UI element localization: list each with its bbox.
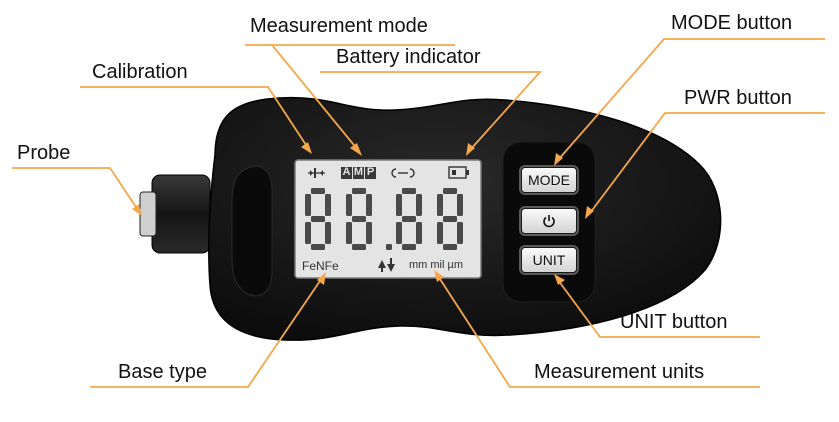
lcd-segment: [366, 222, 372, 244]
arrowhead-calibration: [301, 142, 312, 154]
label-pwr-button: PWR button: [684, 87, 792, 109]
arrowhead-measurement-mode: [350, 143, 362, 156]
lcd-segment: [416, 222, 422, 244]
tool-icon: [391, 168, 415, 178]
leader-measurement-mode-diag: [271, 44, 359, 151]
lcd-segment: [325, 194, 331, 216]
arrowhead-measurement-units: [434, 270, 444, 282]
arrowhead-mode-button: [554, 153, 563, 166]
label-unit-button: UNIT button: [620, 311, 728, 333]
mode-letter-a: A: [342, 166, 351, 178]
lcd-segment: [325, 222, 331, 244]
lcd-segment: [396, 194, 402, 216]
side-grip: [231, 165, 273, 297]
leader-pwr-button: [589, 112, 825, 214]
lcd-segment: [366, 194, 372, 216]
arrowhead-unit-button: [554, 274, 565, 285]
lcd-segment: [305, 194, 311, 216]
calibration-icon: [308, 168, 325, 178]
lcd-segment: [443, 188, 457, 194]
mode-letter-p: P: [366, 166, 375, 178]
lcd-segment: [402, 216, 416, 222]
mode-box-m: [353, 167, 364, 179]
leader-mode-button: [557, 38, 825, 161]
lcd-segment: [305, 222, 311, 244]
leader-base-type: [90, 277, 323, 388]
lcd-segment: [311, 244, 325, 250]
arrowhead-probe: [132, 204, 142, 216]
label-measurement-mode: Measurement mode: [250, 15, 428, 37]
leader-unit-button: [557, 279, 760, 338]
label-probe: Probe: [17, 142, 71, 164]
probe: [139, 174, 211, 254]
lcd-segment: [437, 194, 443, 216]
label-measurement-units: Measurement units: [534, 361, 705, 383]
lcd-segment: [352, 188, 366, 194]
label-battery-indicator: Battery indicator: [336, 46, 481, 68]
battery-icon: [448, 166, 469, 179]
label-calibration: Calibration: [92, 61, 188, 83]
mode-letter-m: M: [353, 166, 364, 178]
lcd-segment: [346, 194, 352, 216]
power-icon: [543, 215, 555, 228]
lcd-units: mm mil µm: [409, 259, 463, 271]
lcd-segment: [437, 222, 443, 244]
lcd-screen: [294, 159, 482, 279]
unit-button[interactable]: UNIT: [521, 247, 577, 273]
lcd-segment: [443, 244, 457, 250]
lcd-segment: [311, 188, 325, 194]
mode-box-a: [341, 167, 352, 179]
arrows-icon: [378, 258, 395, 272]
lcd-segment: [396, 222, 402, 244]
lcd-digits: [305, 188, 463, 250]
mode-button[interactable]: MODE: [521, 167, 577, 193]
lcd-segment: [457, 222, 463, 244]
arrowhead-pwr-button: [585, 206, 594, 219]
pwr-button[interactable]: [521, 208, 577, 234]
mode-box-p: [365, 167, 376, 179]
lcd-segment: [457, 194, 463, 216]
arrowhead-base-type: [317, 272, 326, 285]
arrowhead-battery: [466, 143, 475, 156]
leader-battery: [320, 71, 543, 151]
label-base-type: Base type: [118, 361, 207, 383]
lcd-segment: [346, 222, 352, 244]
lcd-segment: [352, 216, 366, 222]
lcd-base-type: FeNFe: [302, 259, 339, 273]
lcd-decimal-point: [386, 244, 392, 250]
label-mode-button: MODE button: [671, 12, 793, 34]
leader-probe: [12, 167, 139, 211]
lcd-segment: [402, 244, 416, 250]
leader-measurement-units: [437, 275, 760, 388]
lcd-segment: [311, 216, 325, 222]
lcd-segment: [443, 216, 457, 222]
lcd-segment: [402, 188, 416, 194]
leader-calibration: [80, 86, 309, 149]
lcd-segment: [352, 244, 366, 250]
lcd-segment: [416, 194, 422, 216]
